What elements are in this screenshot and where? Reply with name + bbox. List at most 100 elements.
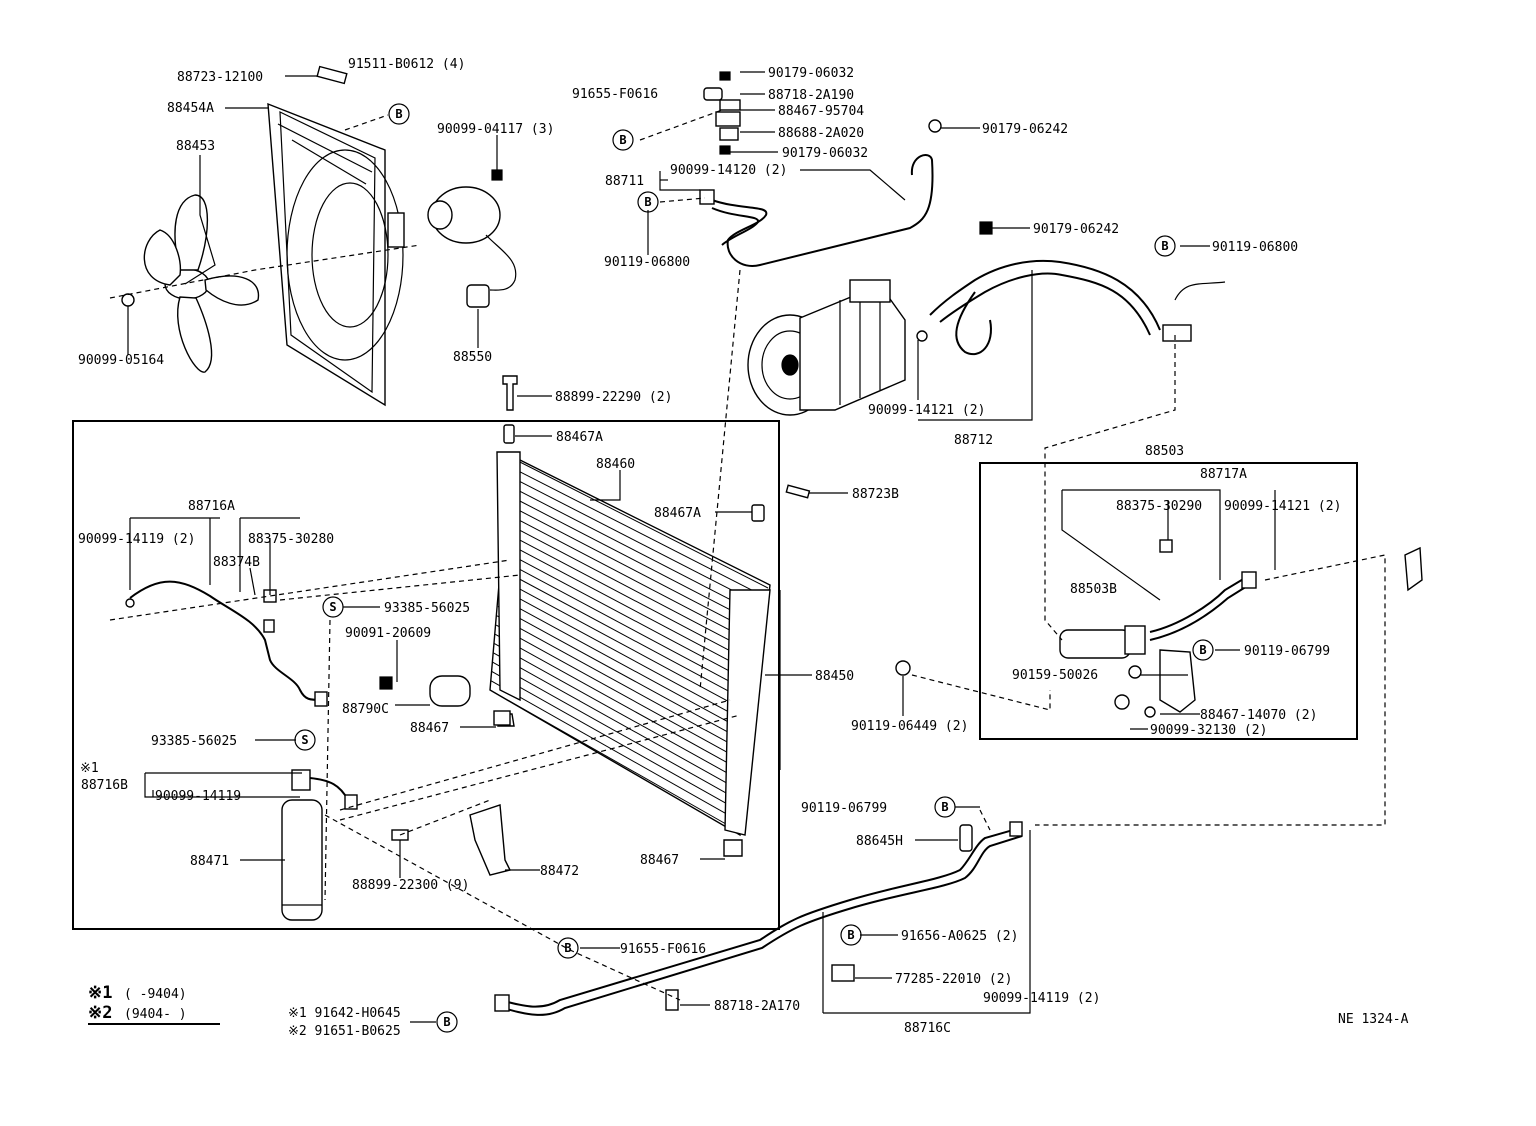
nut-90179-06242	[928, 119, 942, 133]
label-91642-h0645: ※1 91642-H0645	[288, 1006, 401, 1021]
seal-marker: S	[301, 733, 308, 747]
pipe-88503-group-box	[979, 462, 1358, 740]
bracket-88472	[469, 804, 512, 876]
legend-range-1: ( -9404)	[124, 987, 187, 1002]
condenser-fin	[502, 550, 758, 687]
condenser-fin	[497, 606, 751, 745]
bracket-88723-12100	[316, 65, 348, 85]
label-88723-12100: 88723-12100	[177, 70, 263, 85]
bolt-markers: B B B B B B B B B	[388, 103, 1214, 1033]
label-88711: 88711	[605, 174, 644, 189]
liquid-pipe-88716a	[125, 580, 328, 707]
bolt-marker: B	[443, 1015, 450, 1029]
label-88375-30290: 88375-30290	[1116, 499, 1202, 514]
label-90179-06242-a: 90179-06242	[982, 122, 1068, 137]
legend-mark-2: ※2	[88, 1003, 112, 1023]
label-91651-b0625: ※2 91651-B0625	[288, 1024, 401, 1039]
condenser-88460	[489, 424, 771, 857]
label-88450: 88450	[815, 669, 854, 684]
condenser-fin	[499, 587, 753, 726]
label-90119-06449: 90119-06449 (2)	[851, 719, 968, 734]
label-88375-30280: 88375-30280	[248, 532, 334, 547]
label-90099-14119-c: 90099-14119 (2)	[983, 991, 1100, 1006]
label-88645h: 88645H	[856, 834, 903, 849]
label-88716b: 88716B	[81, 778, 128, 793]
bolt-marker: B	[1199, 643, 1206, 657]
label-90099-14121-a: 90099-14121 (2)	[868, 403, 985, 418]
label-88467a-mid: 88467A	[654, 506, 701, 521]
fan-blade-88453	[143, 194, 260, 373]
leader-lines	[127, 71, 1276, 1023]
label-88899-22290: 88899-22290 (2)	[555, 390, 672, 405]
label-90099-04117: 90099-04117 (3)	[437, 122, 554, 137]
label-88453: 88453	[176, 139, 215, 154]
label-88374b: 88374B	[213, 555, 260, 570]
dashed-assembly-lines	[109, 109, 1386, 1001]
legend-range-2: (9404- )	[124, 1007, 187, 1022]
condenser-fin	[491, 671, 743, 813]
label-88899-22300: 88899-22300 (9)	[352, 878, 469, 893]
condenser-fin	[496, 615, 750, 755]
condenser-fin	[510, 466, 768, 599]
condenser-fin	[495, 633, 747, 774]
condenser-fin	[502, 559, 756, 696]
label-90159-50026: 90159-50026	[1012, 668, 1098, 683]
label-88688-2a020: 88688-2A020	[778, 126, 864, 141]
seal-markers: S S	[294, 596, 344, 751]
insulator-88723b	[785, 484, 811, 499]
condenser-fin	[509, 485, 765, 618]
condenser-fin	[507, 503, 763, 638]
bolt-marker: B	[847, 928, 854, 942]
label-91511-b0612: 91511-B0612 (4)	[348, 57, 465, 72]
label-88723b: 88723B	[852, 487, 899, 502]
label-90099-14121-b: 90099-14121 (2)	[1224, 499, 1341, 514]
label-88467-14070: 88467-14070 (2)	[1200, 708, 1317, 723]
label-90091-20609: 90091-20609	[345, 626, 431, 641]
bolt-marker: B	[619, 133, 626, 147]
label-91655-f0616-top: 91655-F0616	[572, 87, 658, 102]
label-88712: 88712	[954, 433, 993, 448]
bolt-marker: B	[644, 195, 651, 209]
condenser-fin	[506, 513, 762, 648]
label-88460: 88460	[596, 457, 635, 472]
label-90099-14119-b: 90099-14119	[155, 789, 241, 804]
condenser-fin	[492, 661, 744, 804]
label-77285-22010: 77285-22010 (2)	[895, 972, 1012, 987]
condenser-fin	[494, 643, 746, 784]
label-91655-f0616-bot: 91655-F0616	[620, 942, 706, 957]
fan-shroud-88454a	[267, 102, 405, 407]
label-90119-06799-a: 90119-06799	[1244, 644, 1330, 659]
label-88716c: 88716C	[904, 1021, 951, 1036]
cushion-88467	[493, 710, 511, 726]
label-90119-06800-b: 90119-06800	[1212, 240, 1298, 255]
label-93385-56025-a: 93385-56025	[384, 601, 470, 616]
label-88467-mid: 88467	[410, 721, 449, 736]
bolt-marker: B	[395, 107, 402, 121]
condenser-fin	[498, 596, 752, 735]
bracket-right-end	[1404, 546, 1423, 592]
condenser-fin	[503, 541, 759, 677]
condenser-fin	[493, 652, 745, 794]
label-note-mark: ※1	[80, 761, 99, 776]
label-88471: 88471	[190, 854, 229, 869]
label-88467a-top: 88467A	[556, 430, 603, 445]
pressure-switch-88790c	[429, 675, 471, 707]
label-88503b: 88503B	[1070, 582, 1117, 597]
diagram-ref: NE 1324-A	[1338, 1012, 1409, 1027]
label-88467-bot: 88467	[640, 853, 679, 868]
legend-mark-1: ※1	[88, 983, 112, 1003]
bolt-marker: B	[564, 941, 571, 955]
fan-motor-88550	[427, 169, 517, 308]
label-90179-06242-b: 90179-06242	[1033, 222, 1119, 237]
bolt-marker: B	[941, 800, 948, 814]
bolt-90091-20609	[379, 676, 393, 690]
label-90179-06032-b: 90179-06032	[782, 146, 868, 161]
seal-marker: S	[329, 600, 336, 614]
label-88550: 88550	[453, 350, 492, 365]
label-90099-05164: 90099-05164	[78, 353, 164, 368]
label-88718-2a190: 88718-2A190	[768, 88, 854, 103]
compressor	[747, 279, 906, 416]
nut-90119-06449	[895, 660, 911, 676]
condenser-fin	[505, 522, 761, 657]
